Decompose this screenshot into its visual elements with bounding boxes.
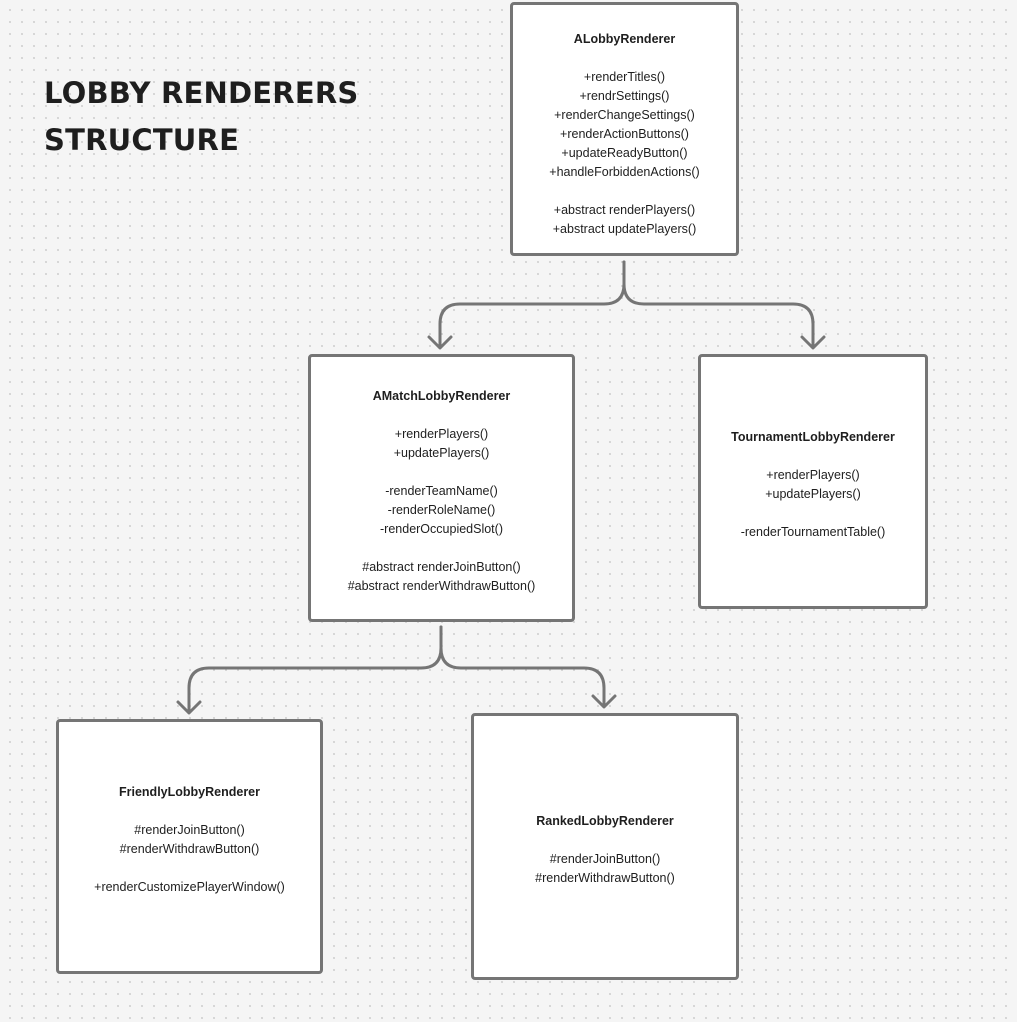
method-group-public: +renderCustomizePlayerWindow() [94,878,285,897]
diagram-title: LOBBY RENDERERS STRUCTURE [44,70,358,164]
arrowhead-ranked [591,694,617,709]
class-box-alobbyrenderer: ALobbyRenderer +renderTitles() +rendrSet… [510,2,739,256]
method-group-protected: #renderJoinButton() #renderWithdrawButto… [120,821,260,859]
title-line-2: STRUCTURE [44,123,240,157]
method: #renderJoinButton() [549,852,661,866]
method: +renderTitles() [583,70,666,84]
method: +rendrSettings() [579,89,670,103]
class-box-rankedlobbyrenderer: RankedLobbyRenderer #renderJoinButton() … [471,713,739,980]
method: +renderChangeSettings() [554,108,695,122]
method-group-private: -renderTournamentTable() [741,523,886,542]
arrowhead-friendly [176,700,202,715]
method: +abstract renderPlayers() [553,203,696,217]
class-name: RankedLobbyRenderer [536,814,674,828]
title-line-1: LOBBY RENDERERS [44,76,359,110]
method: #abstract renderWithdrawButton() [347,579,536,593]
method-group-private: -renderTeamName() -renderRoleName() -ren… [380,482,503,539]
class-box-friendlylobbyrenderer: FriendlyLobbyRenderer #renderJoinButton(… [56,719,323,974]
method: #abstract renderJoinButton() [362,560,521,574]
method-group-abstract: +abstract renderPlayers() +abstract upda… [553,201,696,239]
connector-alobby-to-amatch [438,260,626,349]
method-group-protected: #renderJoinButton() #renderWithdrawButto… [535,850,675,888]
method: +updatePlayers() [393,446,490,460]
connector-alobby-to-tournament [622,260,815,349]
method: +renderActionButtons() [560,127,689,141]
method: #renderJoinButton() [134,823,245,837]
method: +renderPlayers() [394,427,489,441]
connector-amatch-to-ranked [439,625,606,708]
arrowhead-amatch [427,335,453,350]
method-group-public: +renderPlayers() +updatePlayers() [765,466,861,504]
method: -renderOccupiedSlot() [380,522,503,536]
method: +updateReadyButton() [561,146,688,160]
method-group-concrete: +renderTitles() +rendrSettings() +render… [549,68,699,182]
class-name: AMatchLobbyRenderer [372,389,511,403]
connector-amatch-to-friendly [187,625,443,714]
method: -renderTeamName() [385,484,498,498]
method: +updatePlayers() [765,487,861,501]
method: -renderRoleName() [387,503,496,517]
method: +handleForbiddenActions() [549,165,700,179]
method: +renderPlayers() [766,468,860,482]
method-group-public: +renderPlayers() +updatePlayers() [394,425,490,463]
class-box-amatchlobbyrenderer: AMatchLobbyRenderer +renderPlayers() +up… [308,354,575,622]
method: +renderCustomizePlayerWindow() [94,880,285,894]
class-name: FriendlyLobbyRenderer [119,785,260,799]
arrowhead-tournament [800,335,826,350]
method: -renderTournamentTable() [740,525,886,539]
method-group-protected-abstract: #abstract renderJoinButton() #abstract r… [348,558,536,596]
method: #renderWithdrawButton() [535,871,675,885]
method: +abstract updatePlayers() [552,222,697,236]
class-name: TournamentLobbyRenderer [731,430,895,444]
class-name: ALobbyRenderer [573,32,676,46]
method: #renderWithdrawButton() [119,842,260,856]
class-box-tournamentlobbyrenderer: TournamentLobbyRenderer +renderPlayers()… [698,354,928,609]
